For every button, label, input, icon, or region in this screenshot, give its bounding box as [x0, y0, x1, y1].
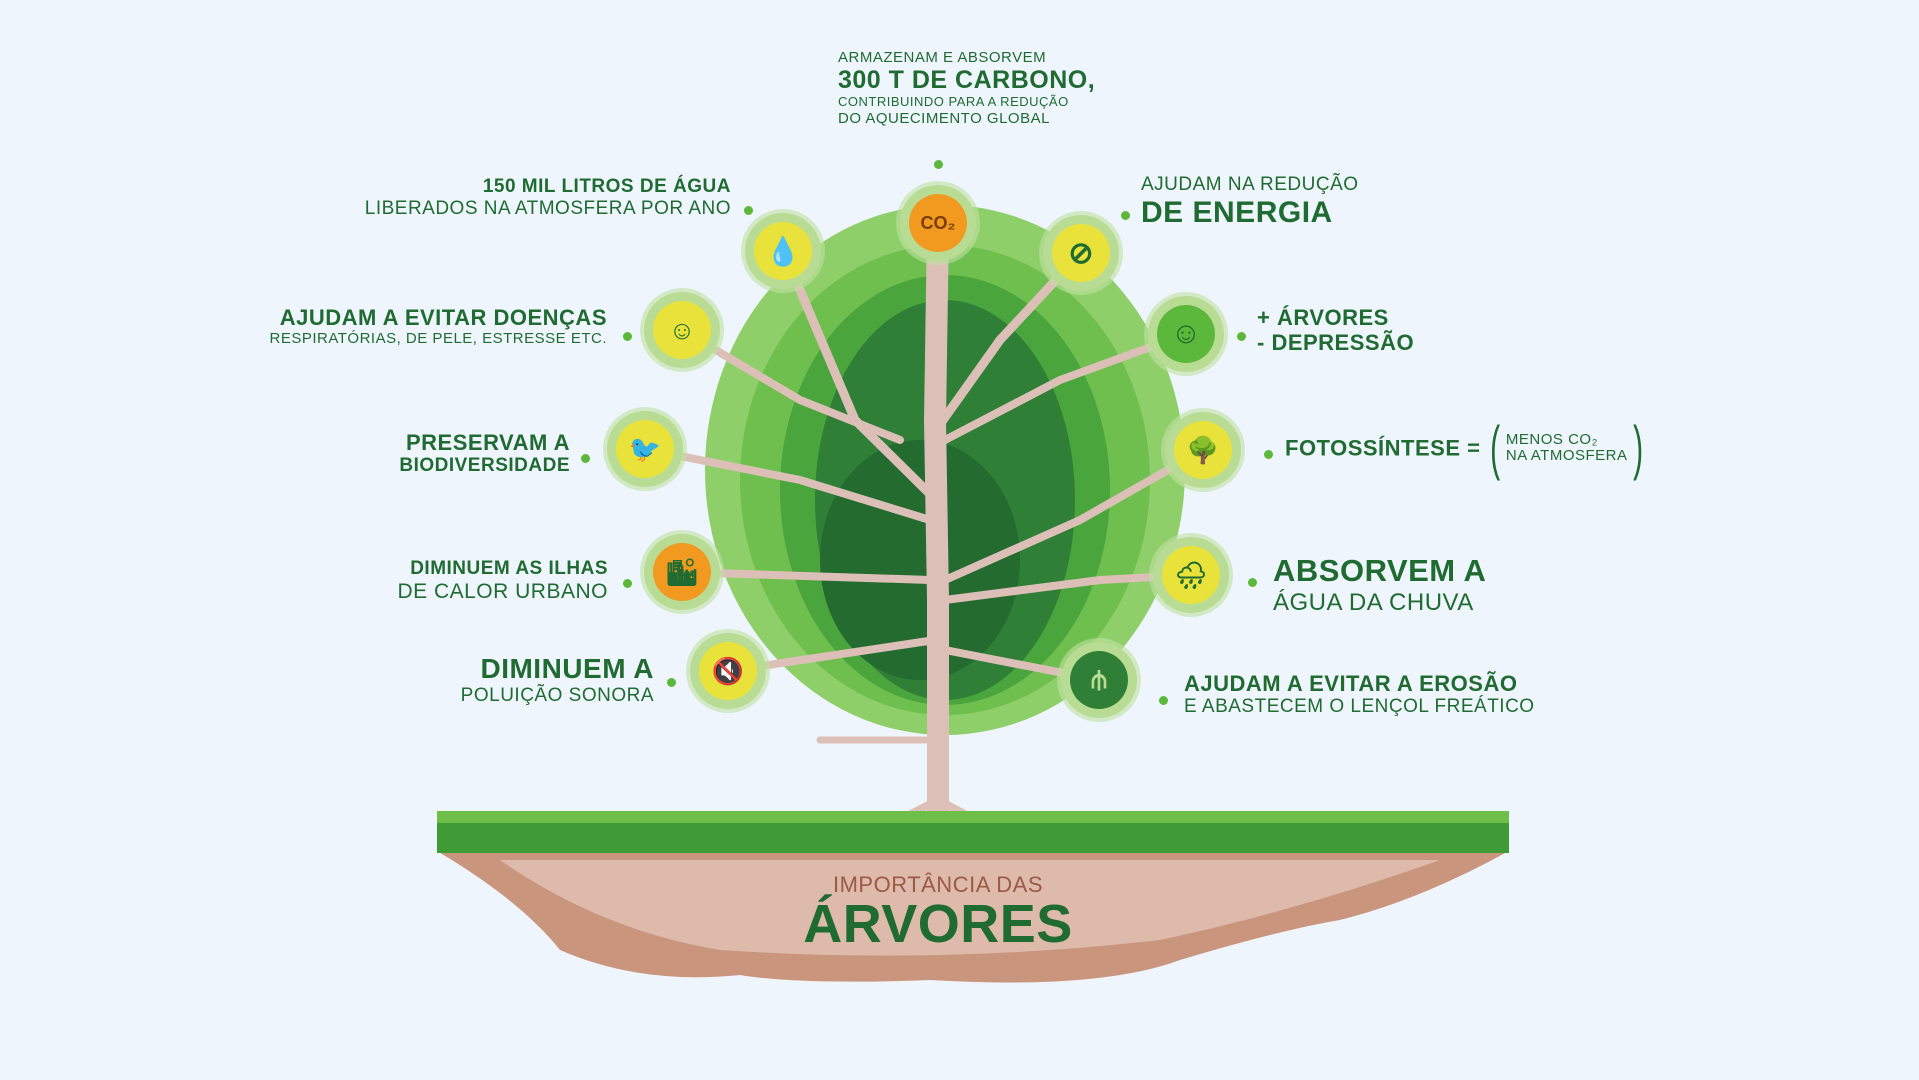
noise-line-2: poluição sonora [460, 685, 654, 707]
connector-dot [623, 579, 632, 588]
rain-label: Absorvem a água da chuva [1273, 553, 1486, 616]
depression-line-1: + árvores [1257, 305, 1389, 330]
photosynthesis-result-line-1: menos CO₂ [1505, 430, 1598, 448]
photosynthesis-icon: 🌳 [1165, 412, 1241, 488]
connector-dot [581, 454, 590, 463]
roots-icon: ⫛ [1061, 642, 1137, 718]
noise-line-1: Diminuem a [480, 653, 654, 684]
close-paren: ) [1632, 414, 1643, 481]
muted-speaker-icon: 🔇 [690, 633, 766, 709]
biodiversity-label: Preservam a biodiversidade [399, 430, 570, 477]
erosion-line-1: Ajudam a evitar a erosão [1184, 671, 1518, 696]
rain-line-2: água da chuva [1273, 588, 1474, 616]
ground [437, 811, 1509, 983]
bird-icon: 🐦 [607, 411, 683, 487]
biodiversity-line-1: Preservam a [405, 430, 570, 455]
title-line-2: Árvores [803, 894, 1073, 955]
title-line-1: Importância das [832, 872, 1044, 897]
heat-islands-line-1: Diminuem as ilhas [410, 558, 608, 579]
carbon-line-4: do aquecimento global [838, 109, 1050, 127]
page-title: Importância das Árvores [738, 872, 1138, 951]
heat-islands-line-2: de calor urbano [397, 579, 608, 603]
rain-line-1: Absorvem a [1273, 553, 1487, 588]
water-drops-icon: 💧 [745, 213, 821, 289]
photosynthesis-label: Fotossíntese = (menos CO₂na atmosfera) [1285, 418, 1648, 478]
depression-line-2: - depressão [1257, 330, 1415, 356]
carbon-line-3: contribuindo para a redução [838, 94, 1069, 109]
co2-icon: CO₂ [900, 185, 976, 261]
photosynthesis-result: menos CO₂na atmosfera [1505, 430, 1628, 465]
energy-line-1: Ajudam na redução [1141, 174, 1359, 195]
diseases-line-1: Ajudam a evitar doenças [279, 305, 607, 330]
connector-dot [623, 332, 632, 341]
water-line-1: 150 mil litros de água [482, 176, 731, 197]
connector-dot [1248, 578, 1257, 587]
smiling-woman-icon: ☺ [644, 292, 720, 368]
connector-dot [1121, 211, 1130, 220]
connector-dot [744, 206, 753, 215]
water-line-2: liberados na atmosfera por ano [364, 197, 731, 219]
carbon-line-2: 300 t de carbono, [838, 66, 1096, 95]
diseases-line-2: respiratórias, de pele, estresse etc. [269, 330, 607, 348]
photosynthesis-text: Fotossíntese = [1285, 435, 1481, 461]
energy-line-2: de energia [1141, 195, 1333, 229]
rain-cloud-tree-icon: 🌧 [1153, 537, 1229, 613]
open-paren: ( [1490, 414, 1501, 481]
photosynthesis-result-line-2: na atmosfera [1505, 447, 1628, 464]
depression-label: + árvores - depressão [1257, 305, 1414, 356]
biodiversity-line-2: biodiversidade [399, 455, 570, 477]
carbon-label: Armazenam e absorvem 300 t de carbono, c… [838, 49, 1096, 127]
carbon-line-1: Armazenam e absorvem [838, 49, 1047, 66]
erosion-line-2: e abastecem o lençol freático [1184, 696, 1535, 718]
water-label: 150 mil litros de água liberados na atmo… [365, 176, 731, 220]
no-air-conditioner-icon: ⊘ [1043, 215, 1119, 291]
energy-label: Ajudam na redução de energia [1141, 174, 1359, 230]
city-heat-icon: 🏙 [644, 534, 720, 610]
smiley-face-icon: ☺ [1148, 296, 1224, 372]
heat-islands-label: Diminuem as ilhas de calor urbano [397, 558, 608, 604]
erosion-label: Ajudam a evitar a erosão e abastecem o l… [1184, 671, 1535, 718]
connector-dot [667, 678, 676, 687]
connector-dot [1237, 332, 1246, 341]
connector-dot [1264, 450, 1273, 459]
connector-dot [1159, 696, 1168, 705]
diseases-label: Ajudam a evitar doenças respiratórias, d… [270, 305, 607, 348]
noise-label: Diminuem a poluição sonora [461, 653, 654, 707]
connector-dot [934, 160, 943, 169]
